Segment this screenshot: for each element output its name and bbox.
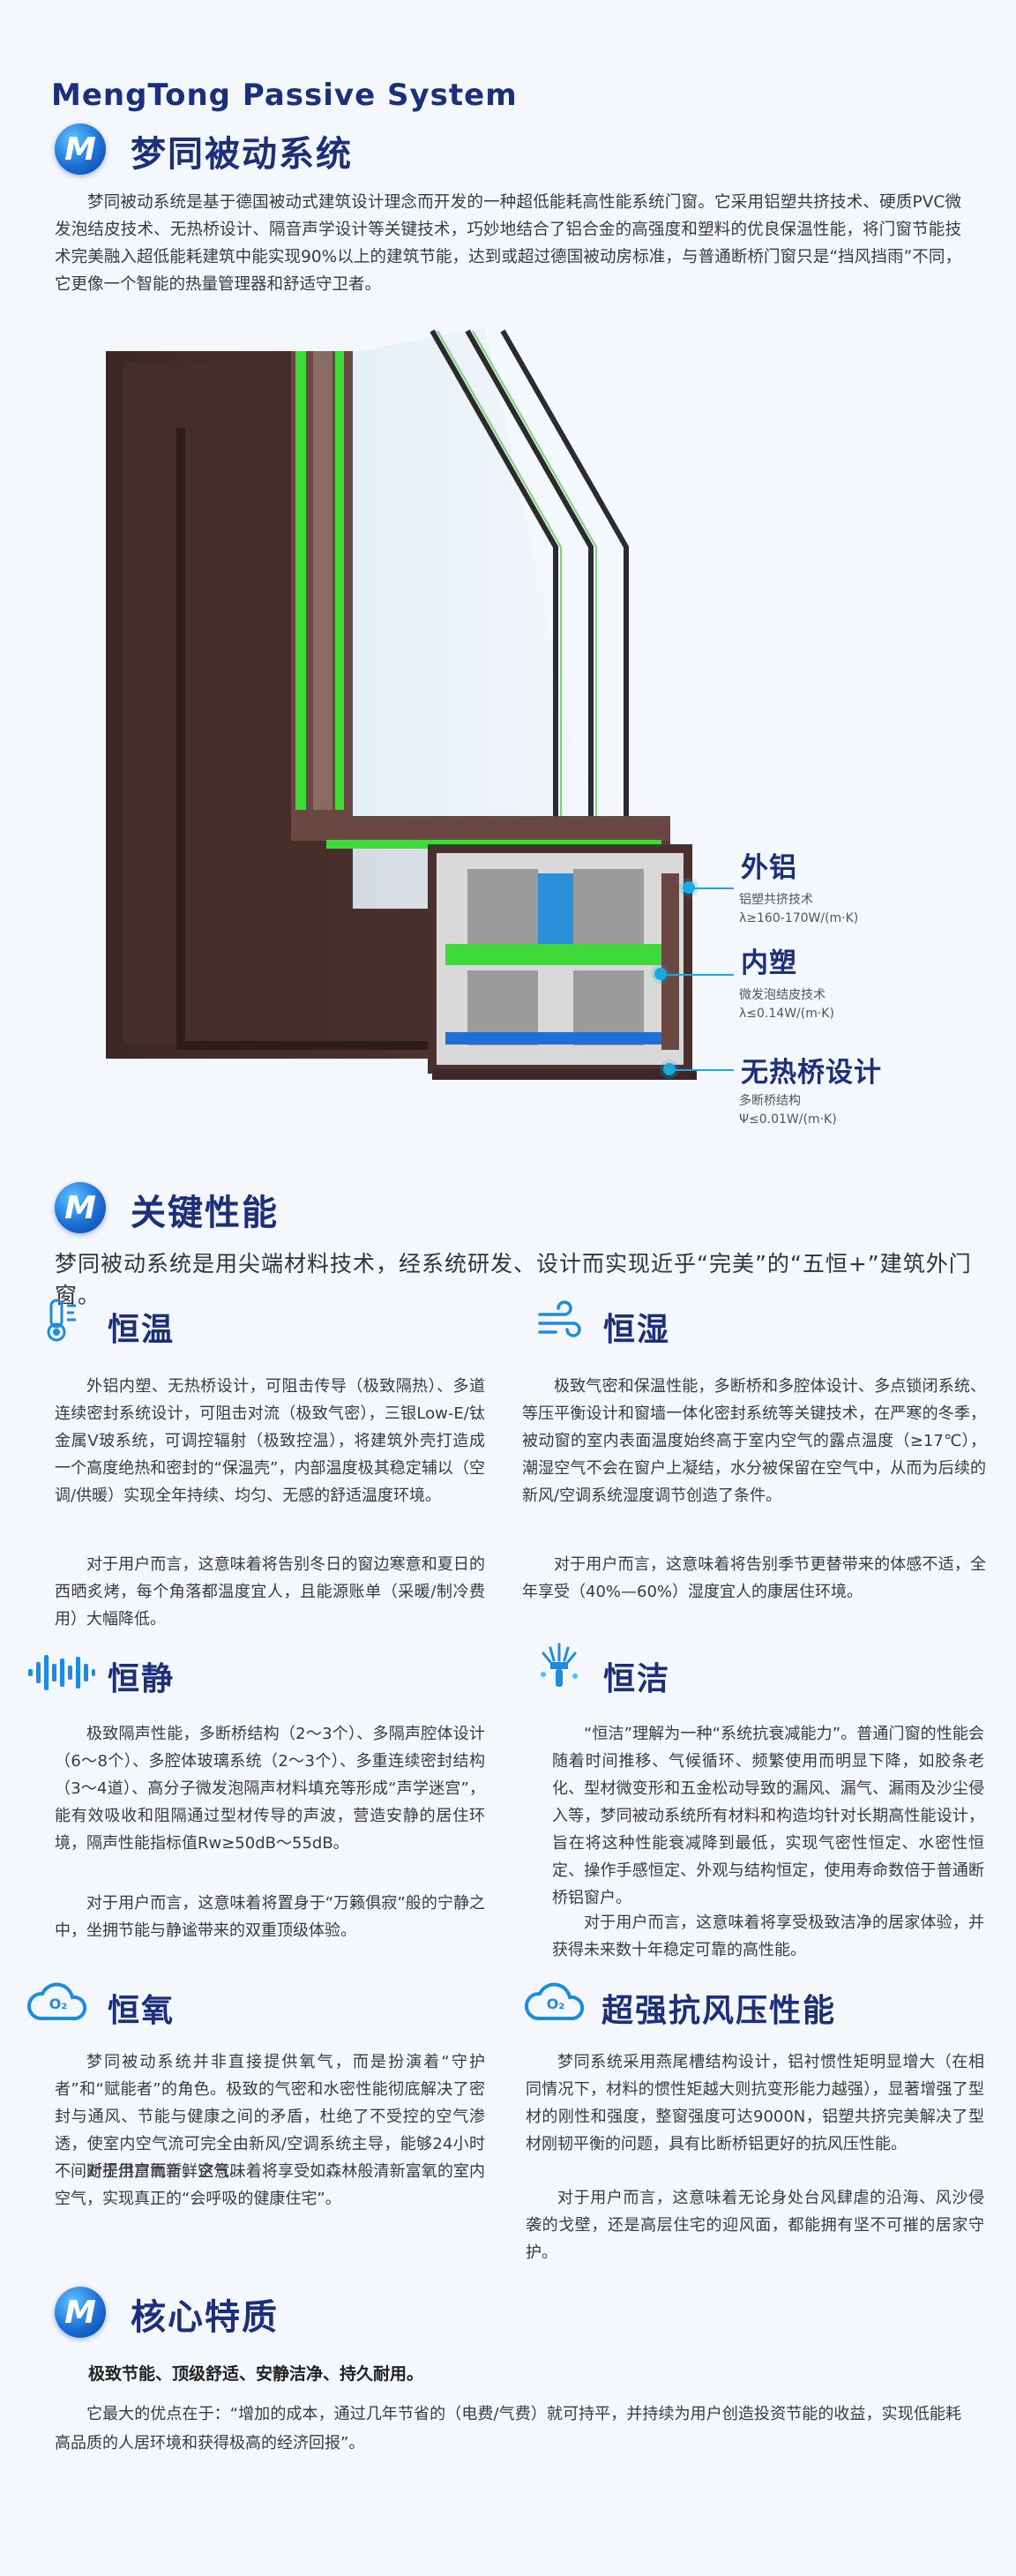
feature-title-clean: 恒洁 (603, 1661, 671, 1697)
window-profile-illustration (106, 326, 697, 1080)
feature-clean-text: “恒洁”理解为一种“系统抗衰减能力”。普通门窗的性能会随着时间推移、气候循环、频… (552, 1725, 984, 1907)
label-outer-aluminum: 外铝 (741, 852, 797, 884)
intro-paragraph: 梦同被动系统是基于德国被动式建筑设计理念而开发的一种超低能耗高性能系统门窗。它采… (55, 193, 961, 294)
feature-title-temp: 恒温 (108, 1312, 176, 1348)
callout-line (661, 974, 734, 976)
label-outer-aluminum-value: λ≥160-170W/(m·K) (739, 911, 859, 925)
oxygen-badge: O₂ (546, 1996, 565, 2012)
brush-icon (541, 1643, 578, 1687)
thermometer-icon (47, 1299, 76, 1342)
feature-wind-user: 对于用户而言，这意味着无论身处台风肆虐的沿海、风沙侵袭的戈壁，还是高层住宅的迎风… (526, 2189, 984, 2262)
page-title: 梦同被动系统 (131, 134, 353, 175)
sound-wave-icon (28, 1655, 95, 1690)
feature-oxygen-user: 对于用户而言，这意味着将享受如森林般清新富氧的室内空气，实现真正的“会呼吸的健康… (55, 2162, 485, 2208)
feature-humid-text: 极致气密和保温性能，多断桥和多腔体设计、多点锁闭系统、等压平衡设计和窗墙一体化密… (522, 1377, 986, 1505)
feature-title-humid: 恒湿 (603, 1312, 671, 1348)
callout-line (670, 1069, 734, 1071)
key-performance-intro: 梦同被动系统是用尖端材料技术，经系统研发、设计而实现近乎“完美”的“五恒+”建筑… (55, 1251, 972, 1308)
label-no-thermal-bridge: 无热桥设计 (741, 1057, 882, 1089)
label-no-thermal-bridge-value: Ψ≤0.01W/(m·K) (739, 1112, 837, 1127)
brand-logo-icon: M (55, 1182, 106, 1233)
callout-dot (663, 1063, 676, 1075)
label-outer-aluminum-desc: 铝塑共挤技术 (739, 893, 813, 907)
section-title-key-performance: 关键性能 (131, 1193, 279, 1233)
feature-temp-user: 对于用户而言，这意味着将告别冬日的窗边寒意和夏日的西晒炙烤，每个角落都温度宜人，… (55, 1555, 485, 1629)
callout-dot (654, 968, 667, 980)
label-inner-plastic-value: λ≤0.14W/(m·K) (739, 1007, 834, 1021)
feature-quiet-text: 极致隔声性能，多断桥结构（2～3个）、多隔声腔体设计（6～8个）、多腔体玻璃系统… (55, 1725, 485, 1853)
label-inner-plastic-desc: 微发泡结皮技术 (739, 988, 826, 1002)
feature-title-wind: 超强抗风压性能 (601, 1993, 837, 2029)
callout-dot (683, 881, 695, 894)
oxygen-cloud-icon (26, 1982, 87, 2020)
brand-logo-icon: M (55, 2287, 106, 2338)
feature-clean-user: 对于用户而言，这意味着将享受极致洁净的居家体验，并获得未来数十年稳定可靠的高性能… (552, 1913, 984, 1959)
feature-quiet-user: 对于用户而言，这意味着将置身于“万籁俱寂”般的宁静之中，坐拥节能与静谧带来的双重… (55, 1894, 485, 1940)
feature-humid-user: 对于用户而言，这意味着将告别季节更替带来的体感不适，全年享受（40%—60%）湿… (522, 1555, 986, 1601)
core-bold-summary: 极致节能、顶级舒适、安静洁净、持久耐用。 (88, 2364, 424, 2384)
oxygen-cloud-icon (524, 1982, 585, 2020)
feature-temp-text: 外铝内塑、无热桥设计，可阻击传导（极致隔热）、多道连续密封系统设计，可阻击对流（… (55, 1377, 485, 1505)
english-title: MengTong Passive System (51, 78, 518, 113)
core-text: 它最大的优点在于：“增加的成本，通过几年节省的（电费/气费）就可持平，并持续为用… (55, 2405, 961, 2452)
section-title-core: 核心特质 (131, 2297, 279, 2338)
callout-line (690, 887, 734, 889)
label-inner-plastic: 内塑 (741, 947, 797, 979)
brand-logo-icon: M (55, 124, 106, 175)
feature-title-oxygen: 恒氧 (108, 1993, 176, 2029)
oxygen-badge: O₂ (49, 1996, 68, 2012)
wind-icon (538, 1300, 581, 1337)
label-no-thermal-bridge-desc: 多断桥结构 (739, 1094, 801, 1108)
feature-oxygen-text: 梦同被动系统并非直接提供氧气，而是扮演着“守护者”和“赋能者”的角色。极致的气密… (55, 2053, 485, 2181)
feature-title-quiet: 恒静 (108, 1661, 176, 1697)
feature-wind-text: 梦同系统采用燕尾槽结构设计，铝衬惯性矩明显增大（在相同情况下，材料的惯性矩越大则… (526, 2053, 984, 2153)
